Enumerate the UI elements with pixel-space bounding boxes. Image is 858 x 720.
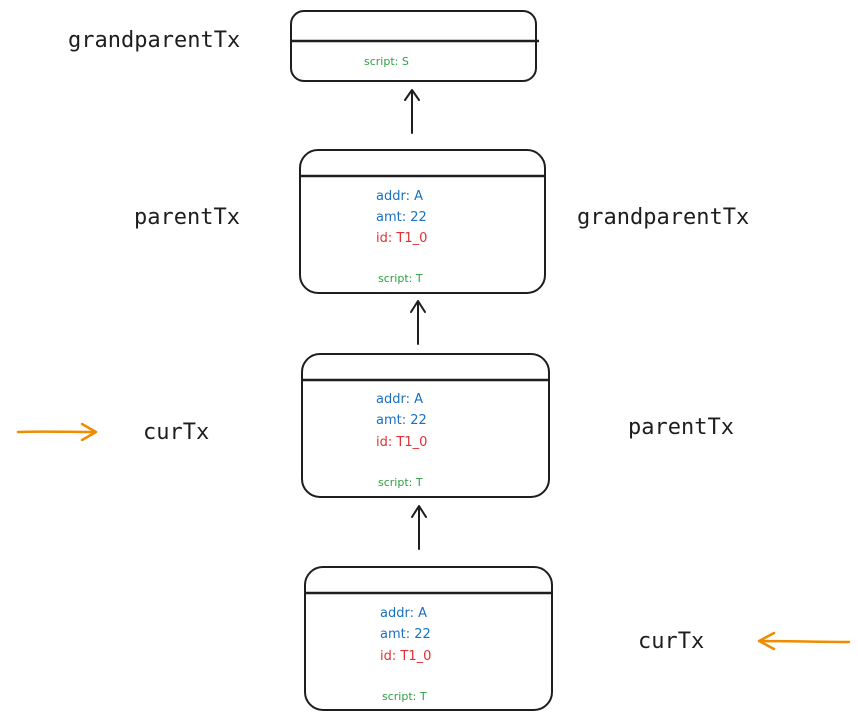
left-label-cur: curTx	[143, 420, 209, 445]
tx-box-child: addr: A amt: 22 id: T1_0 script: T	[304, 566, 553, 711]
arrow-up-icon	[404, 89, 420, 134]
arrow-up-icon	[410, 300, 426, 345]
tx-box-grandparent: script: S	[290, 10, 539, 82]
tx-script-text: script: T	[382, 690, 427, 703]
tx-script-text: script: S	[364, 55, 409, 68]
right-label-grandparent: grandparentTx	[577, 205, 749, 230]
tx-addr-text: addr: A	[380, 606, 427, 621]
tx-id-text: id: T1_0	[376, 231, 427, 246]
arrow-right-icon	[16, 422, 98, 442]
tx-addr-text: addr: A	[376, 392, 423, 407]
tx-box-parent: addr: A amt: 22 id: T1_0 script: T	[299, 149, 546, 294]
tx-box-outline	[290, 10, 537, 82]
tx-box-current: addr: A amt: 22 id: T1_0 script: T	[301, 353, 550, 498]
arrow-left-icon	[757, 631, 851, 651]
tx-script-text: script: T	[378, 476, 423, 489]
tx-amt-text: amt: 22	[376, 210, 427, 225]
right-label-parent: parentTx	[628, 415, 734, 440]
tx-box-outline	[301, 353, 550, 498]
tx-id-text: id: T1_0	[380, 649, 431, 664]
tx-amt-text: amt: 22	[376, 413, 427, 428]
left-label-grandparent: grandparentTx	[68, 28, 240, 53]
left-label-parent: parentTx	[134, 205, 240, 230]
tx-box-outline	[299, 149, 546, 294]
tx-box-outline	[304, 566, 553, 711]
tx-script-text: script: T	[378, 272, 423, 285]
tx-id-text: id: T1_0	[376, 435, 427, 450]
arrow-up-icon	[411, 505, 427, 550]
right-label-cur: curTx	[638, 629, 704, 654]
tx-amt-text: amt: 22	[380, 627, 431, 642]
tx-addr-text: addr: A	[376, 189, 423, 204]
